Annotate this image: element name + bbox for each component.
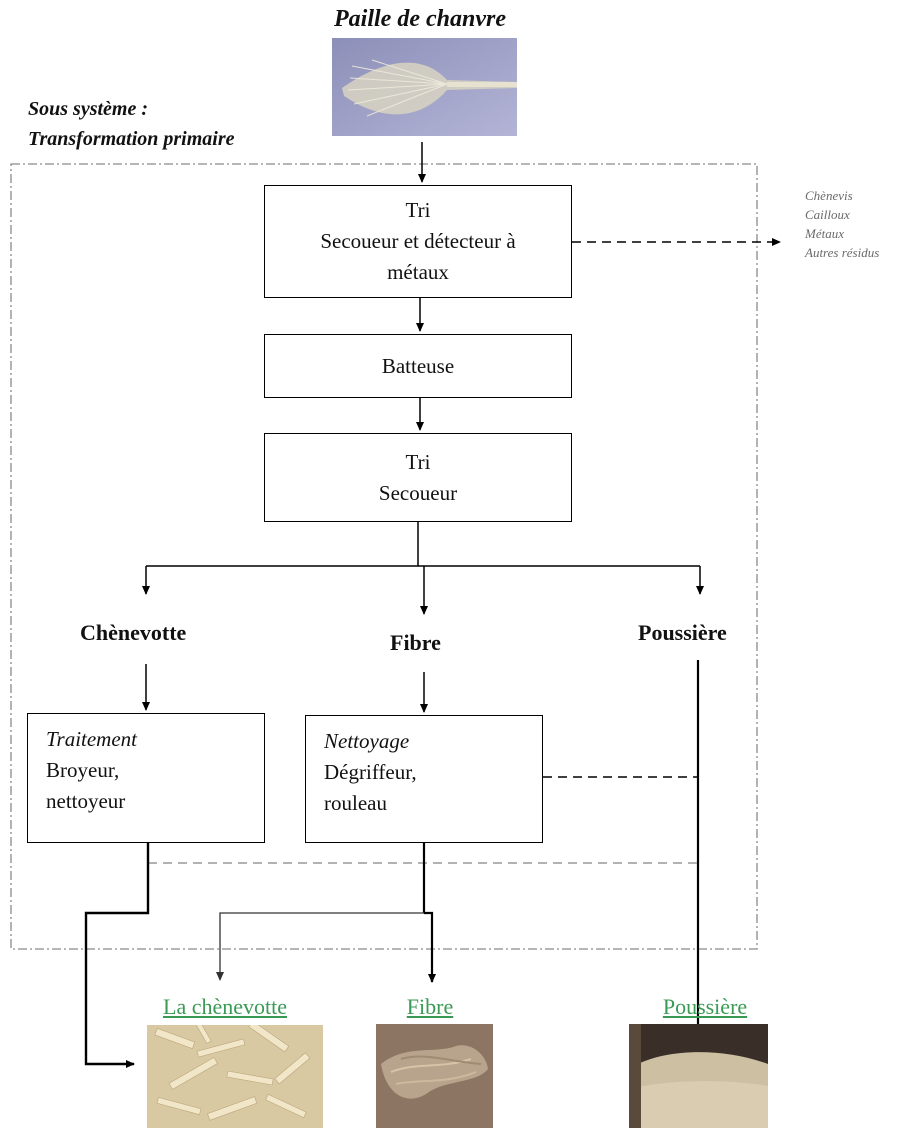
tri1-line2: Secoueur et détecteur à — [320, 229, 516, 253]
traitement-line2: nettoyeur — [46, 789, 126, 813]
nettoyage-line1: Dégriffeur, — [324, 760, 417, 784]
step-traitement: Traitement Broyeur, nettoyeur — [27, 713, 265, 843]
branch-poussiere: Poussière — [638, 620, 727, 645]
subsystem-line2: Transformation primaire — [28, 128, 235, 150]
waste-item: Métaux — [805, 226, 844, 241]
branch-fibre: Fibre — [390, 630, 441, 655]
hemp-dust-photo — [629, 1024, 768, 1128]
traitement-line1: Broyeur, — [46, 758, 120, 782]
tri2-line2: Secoueur — [378, 480, 458, 505]
step-tri-secoueur-detecteur: Tri Secoueur et détecteur à métaux — [264, 185, 572, 298]
hemp-straw-photo — [332, 38, 517, 136]
hemp-fibre-photo — [376, 1024, 493, 1128]
output-label-chenevotte: La chènevotte — [163, 994, 287, 1019]
step-tri-secoueur: Tri Secoueur — [264, 433, 572, 522]
waste-list: Chènevis Cailloux Métaux Autres résidus — [805, 186, 879, 262]
waste-item: Cailloux — [805, 207, 850, 222]
output-label-poussiere: Poussière — [662, 994, 748, 1019]
traitement-title: Traitement — [46, 727, 138, 751]
batteuse-line1: Batteuse — [381, 353, 455, 378]
step-nettoyage: Nettoyage Dégriffeur, rouleau — [305, 715, 543, 843]
output-label-fibre: Fibre — [406, 994, 454, 1019]
hemp-shives-photo — [147, 1025, 323, 1128]
tri1-line3: métaux — [387, 260, 449, 284]
subsystem-label: Sous système : Transformation primaire — [28, 94, 235, 154]
system-boundary — [10, 163, 758, 950]
subsystem-line1: Sous système : — [28, 98, 148, 120]
nettoyage-line2: rouleau — [324, 791, 387, 815]
nettoyage-title: Nettoyage — [324, 729, 410, 753]
branch-chenevotte: Chènevotte — [80, 620, 187, 645]
step-batteuse: Batteuse — [264, 334, 572, 398]
input-title: Paille de chanvre — [334, 6, 506, 32]
waste-item: Autres résidus — [805, 245, 880, 260]
waste-item: Chènevis — [805, 188, 853, 203]
tri1-line1: Tri — [405, 198, 431, 222]
tri2-line1: Tri — [405, 449, 431, 474]
